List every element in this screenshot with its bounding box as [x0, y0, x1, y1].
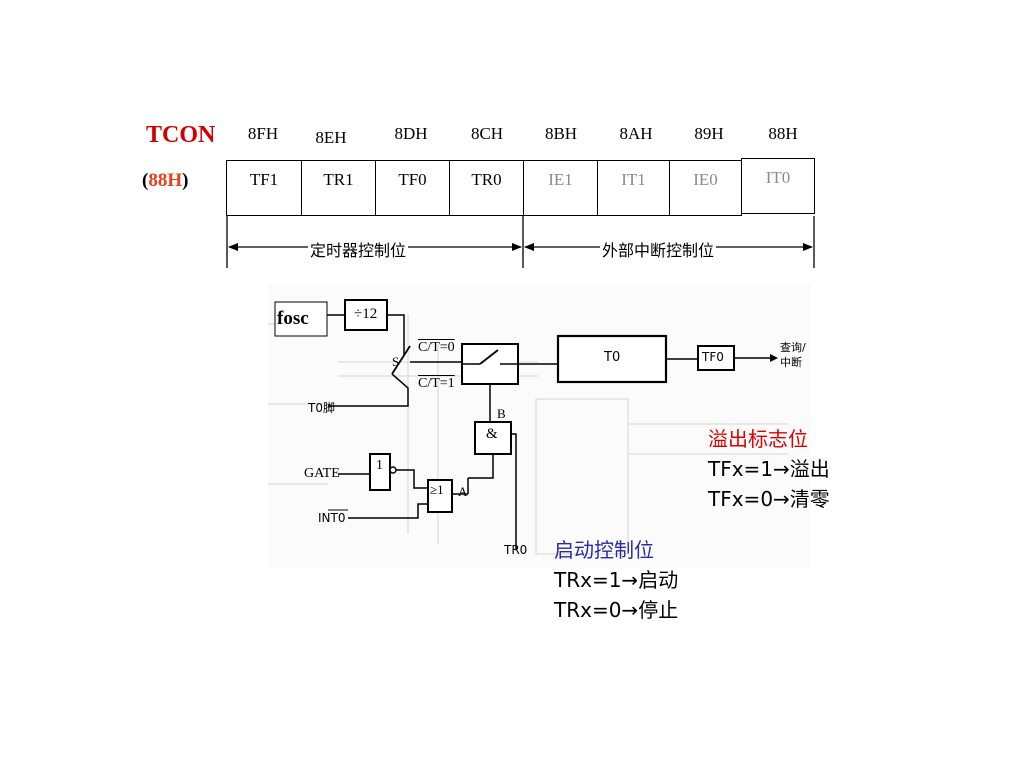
- start-note-line1: TRx=1→启动: [554, 568, 679, 592]
- group-span-arrows: [226, 216, 815, 268]
- register-address: (88H): [142, 170, 188, 192]
- start-note: 启动控制位 TRx=1→启动 TRx=0→停止: [554, 535, 678, 625]
- bit-address-7: 8FH: [247, 124, 279, 143]
- not-gate-label: 1: [376, 458, 383, 473]
- circuit-wiring: [268, 299, 788, 555]
- timer0-logic-diagram: fosc ÷12 S C/T=0 C/T=1 T0脚 GATE INT0 TR0…: [268, 284, 811, 568]
- start-note-title: 启动控制位: [554, 538, 654, 562]
- switch-s-label: S: [392, 354, 400, 369]
- query-interrupt-label: 查询/ 中断: [780, 341, 806, 369]
- overflow-note-line1: TFx=1→溢出: [708, 457, 830, 481]
- address-close-paren: ): [182, 170, 189, 191]
- or-gate-label: ≥1: [430, 482, 444, 497]
- start-note-line2: TRx=0→停止: [554, 598, 679, 622]
- t0-pin-label: T0脚: [308, 401, 335, 415]
- bit-address-4: 8CH: [470, 124, 504, 143]
- divider-label: ÷12: [354, 306, 378, 322]
- overflow-note: 溢出标志位 TFx=1→溢出 TFx=0→清零: [708, 424, 830, 514]
- tr0-label: TR0: [504, 543, 528, 557]
- bit-cell-it0: IT0: [741, 158, 815, 214]
- ct1-label: C/T=1: [418, 376, 455, 391]
- register-name: TCON: [146, 122, 216, 148]
- label-a: A: [458, 484, 468, 499]
- bit-address-3: 8BH: [544, 124, 578, 143]
- address-open-paren: (: [142, 170, 149, 191]
- ct0-label: C/T=0: [418, 340, 455, 355]
- gate-label: GATE: [304, 466, 340, 481]
- bit-address-6: 8EH: [315, 128, 347, 147]
- bit-address-5: 8DH: [394, 124, 428, 143]
- timer-control-label: 定时器控制位: [308, 237, 409, 261]
- int0-label: INT0: [318, 511, 346, 525]
- overflow-note-title: 溢出标志位: [708, 427, 808, 451]
- fosc-label: fosc: [277, 308, 309, 329]
- tf0-flag-label: TF0: [702, 350, 724, 364]
- external-interrupt-label: 外部中断控制位: [600, 237, 717, 261]
- bit-address-1: 89H: [694, 124, 724, 143]
- address-value: 88H: [148, 170, 183, 191]
- counter-t0-label: T0: [604, 350, 621, 365]
- and-gate-label: &: [486, 426, 498, 442]
- bit-address-0: 88H: [768, 124, 798, 143]
- overflow-note-line2: TFx=0→清零: [708, 487, 830, 511]
- bit-address-2: 8AH: [619, 124, 653, 143]
- label-b: B: [497, 406, 506, 421]
